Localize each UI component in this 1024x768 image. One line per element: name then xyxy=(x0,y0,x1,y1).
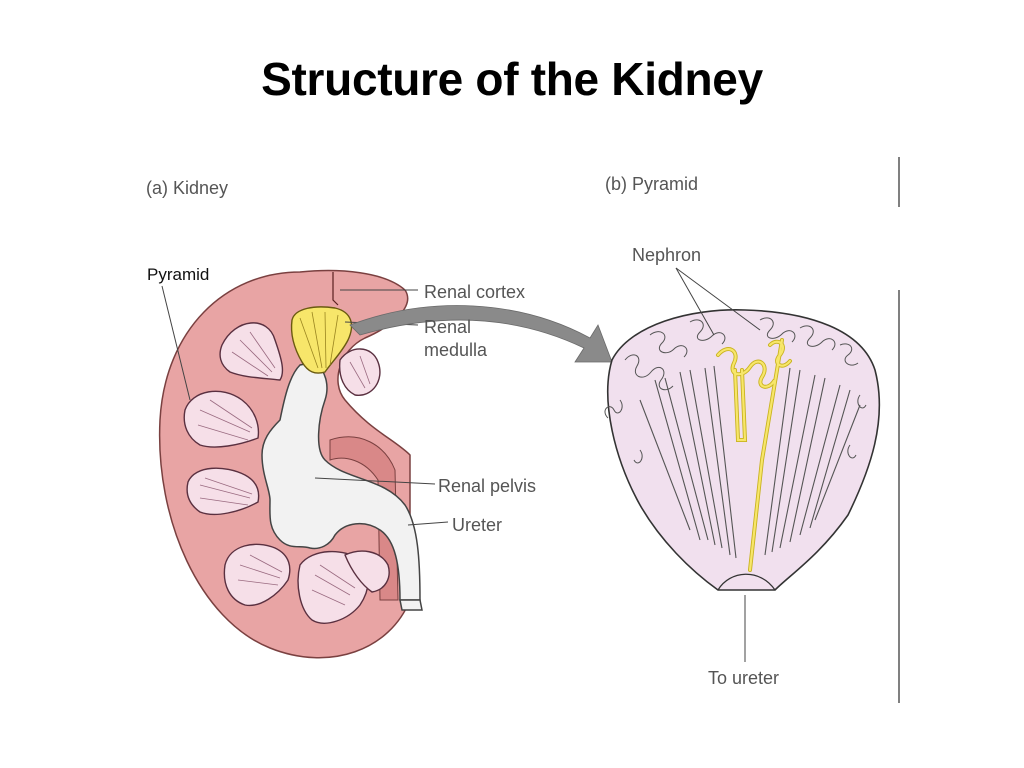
label-ureter: Ureter xyxy=(452,515,502,535)
pyramid-panel xyxy=(604,267,881,662)
kidney-panel xyxy=(158,269,449,659)
cortex-tubules xyxy=(604,317,867,464)
pyramid-lobe-bottom-mid xyxy=(297,550,369,624)
label-renal-medulla-1: Renal xyxy=(424,317,471,337)
pyramid-lobe-top-right xyxy=(338,348,381,396)
caption-pyramid: (b) Pyramid xyxy=(605,174,698,194)
ureter-shape xyxy=(399,599,423,611)
kidney-pyramids xyxy=(183,322,390,624)
label-renal-medulla-2: medulla xyxy=(424,340,488,360)
slide-title: Structure of the Kidney xyxy=(261,53,763,105)
renal-pelvis-shape xyxy=(261,361,421,601)
medullary-ducts xyxy=(639,365,861,559)
pyramid-b-outline xyxy=(606,309,881,591)
caption-kidney: (a) Kidney xyxy=(146,178,228,198)
label-nephron: Nephron xyxy=(632,245,701,265)
pyramid-striations xyxy=(197,331,371,606)
label-pyramid: Pyramid xyxy=(147,265,209,284)
pyramid-lobe-bottom-left xyxy=(223,543,291,607)
label-renal-pelvis: Renal pelvis xyxy=(438,476,536,496)
label-to-ureter: To ureter xyxy=(708,668,779,688)
label-renal-cortex: Renal cortex xyxy=(424,282,525,302)
pyramid-lobe-bottom-right xyxy=(344,550,390,593)
connector-arrow xyxy=(349,305,613,363)
